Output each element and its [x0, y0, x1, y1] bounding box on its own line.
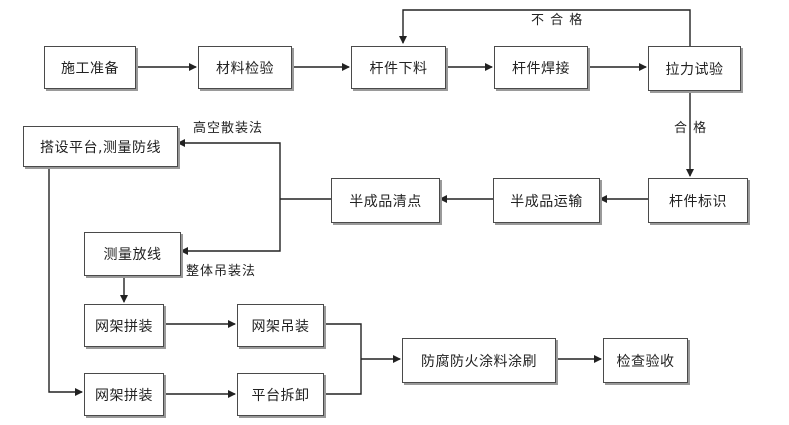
- node-mark: 杆件标识: [648, 178, 748, 223]
- arrow-split-to-platform: [177, 139, 281, 199]
- node-coating: 防腐防火涂料涂刷: [402, 338, 556, 383]
- arrow-unqualified-loop: [399, 9, 691, 46]
- node-cut: 杆件下料: [351, 46, 446, 89]
- arrow-split-to-survey: [180, 199, 281, 255]
- node-prep: 施工准备: [44, 46, 136, 89]
- node-tensile-test: 拉力试验: [648, 46, 741, 91]
- label-whole-lift: 整体吊装法: [186, 264, 257, 279]
- node-material-check: 材料检验: [198, 46, 292, 89]
- label-qualified: 合 格: [674, 121, 708, 136]
- node-survey: 测量放线: [84, 232, 181, 276]
- node-inventory: 半成品清点: [331, 178, 440, 223]
- node-assemble-bottom: 网架拼装: [84, 373, 164, 416]
- label-high-altitude: 高空散装法: [193, 121, 264, 136]
- node-transport: 半成品运输: [493, 178, 600, 223]
- node-acceptance: 检查验收: [603, 338, 688, 383]
- label-unqualified: 不 合 格: [531, 13, 584, 28]
- node-platform: 搭设平台,测量防线: [23, 126, 178, 167]
- node-lift: 网架吊装: [237, 304, 324, 347]
- node-weld: 杆件焊接: [494, 46, 588, 89]
- node-dismantle: 平台拆卸: [237, 373, 324, 416]
- node-assemble-top: 网架拼装: [84, 304, 164, 347]
- arrow-lift-merge: [324, 323, 362, 395]
- arrow-platform-to-assemble: [48, 167, 83, 396]
